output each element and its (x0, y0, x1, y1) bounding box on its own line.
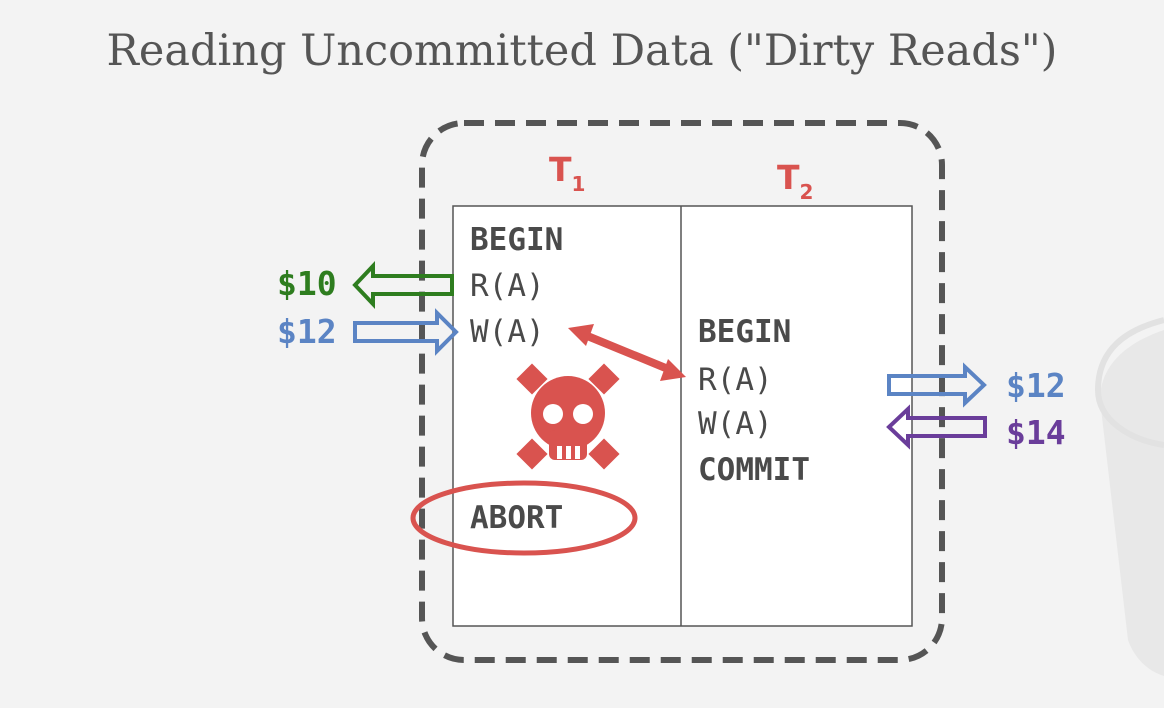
dirty-read-arrow-icon (568, 324, 686, 381)
t1-header: T1 (549, 150, 586, 196)
t2-write-value: $14 (1006, 413, 1066, 452)
schedule-table (452, 205, 913, 627)
write-arrow-t1-icon (353, 308, 459, 356)
abort-highlight-ellipse (410, 480, 638, 556)
write-arrow-t2-icon (886, 404, 987, 450)
skull-crossbones-icon (516, 363, 620, 470)
t2-header: T2 (777, 158, 814, 204)
t1-read: R(A) (470, 268, 545, 304)
t1-begin: BEGIN (470, 222, 564, 258)
t2-begin: BEGIN (698, 314, 792, 350)
t1-write: W(A) (470, 314, 545, 350)
t2-commit: COMMIT (698, 452, 810, 488)
read-arrow-t2-icon (887, 362, 987, 408)
schedule-boundary (419, 120, 945, 663)
t2-write: W(A) (698, 406, 773, 442)
t1-abort: ABORT (470, 500, 564, 536)
t2-read: R(A) (698, 362, 773, 398)
t1-read-value: $10 (277, 264, 337, 303)
read-arrow-t1-icon (352, 260, 454, 310)
page-title: Reading Uncommitted Data ("Dirty Reads") (106, 26, 1058, 76)
t2-read-value: $12 (1006, 366, 1066, 405)
t1-write-value: $12 (277, 312, 337, 351)
